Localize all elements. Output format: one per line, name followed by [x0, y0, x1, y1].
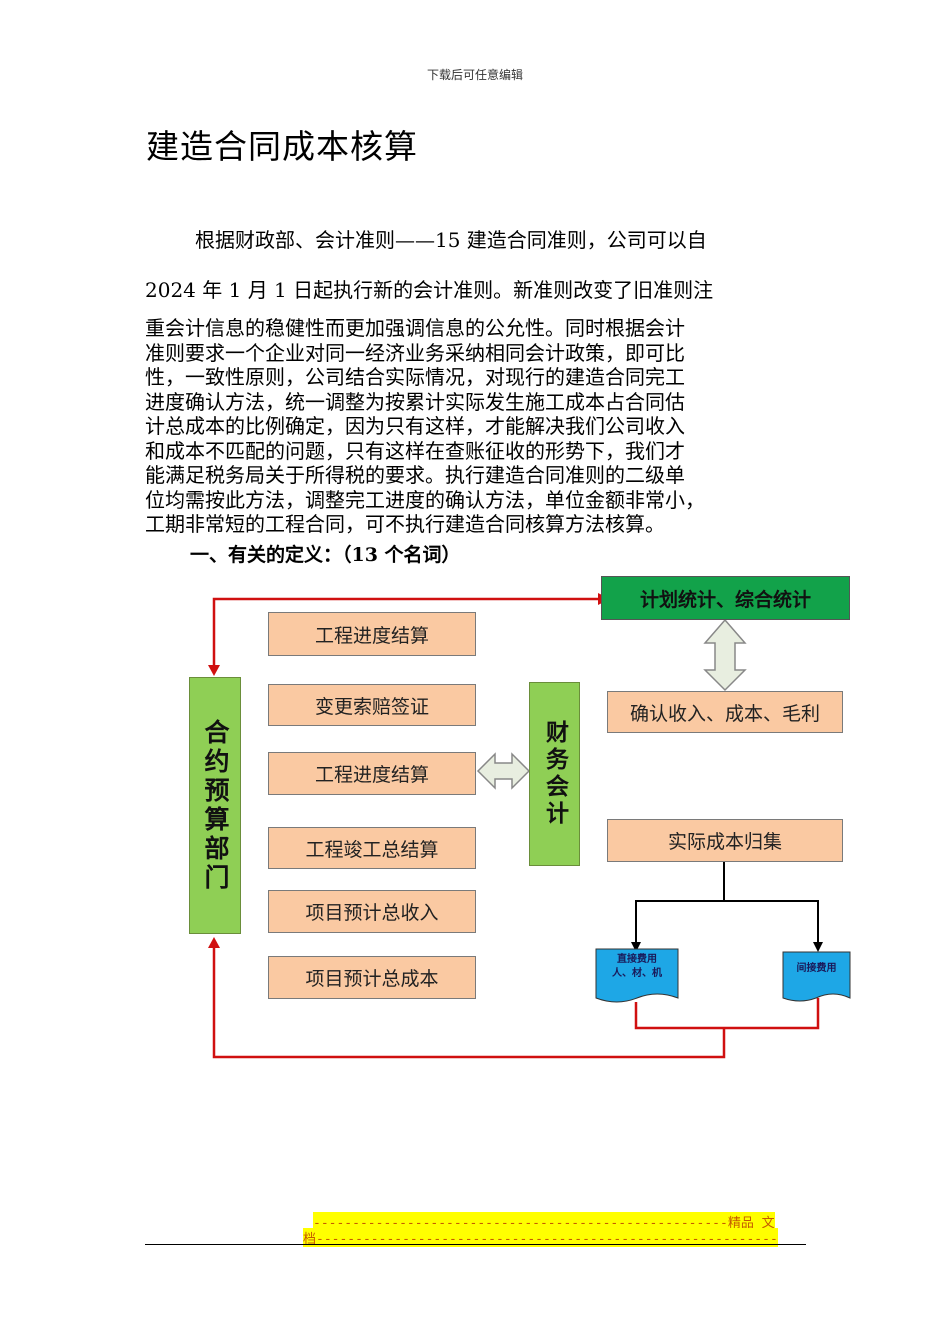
red-connector-bottom	[212, 946, 726, 1059]
black-arrowhead-right	[813, 942, 823, 952]
plan-statistics-box: 计划统计、综合统计	[601, 576, 850, 620]
paragraph-line: 和成本不匹配的问题，只有这样在查账征收的形势下，我们才	[145, 438, 685, 463]
paragraph-line: 根据财政部、会计准则——15 建造合同准则，公司可以自	[195, 228, 707, 252]
direct-cost-label: 直接费用 人、材、机	[596, 953, 678, 981]
item-label: 工程竣工总结算	[305, 838, 439, 861]
plan-statistics-label: 计划统计、综合统计	[639, 588, 811, 611]
red-connector-top	[212, 597, 602, 668]
black-arrowhead-left	[631, 942, 641, 952]
item-box: 工程进度结算	[268, 612, 476, 656]
item-label: 变更索赔签证	[314, 695, 429, 718]
red-arrowhead-up	[208, 937, 220, 948]
red-connector-docs	[634, 998, 820, 1030]
black-connector-left	[635, 900, 819, 947]
section-heading: 一、有关的定义：（13 个名词）	[190, 544, 461, 566]
red-arrowhead-down	[208, 665, 220, 676]
direct-cost-line1: 直接费用	[617, 954, 657, 965]
item-label: 项目预计总收入	[305, 902, 439, 924]
contract-budget-dept-box: 合约预算部门	[189, 677, 241, 934]
contract-budget-dept-label: 合约预算部门	[201, 718, 230, 893]
paragraph-line: 重会计信息的稳健性而更加强调信息的公允性。同时根据会计	[145, 316, 685, 340]
footer-line-1: ----------------------------------------…	[313, 1212, 775, 1231]
paragraph-line: 位均需按此方法，调整完工进度的确认方法，单位金额非常小，	[145, 487, 705, 512]
direct-cost-line2: 人、材、机	[612, 968, 662, 979]
double-arrow-horizontal-icon	[476, 752, 531, 790]
direct-cost-shape	[595, 948, 679, 1003]
item-box: 工程竣工总结算	[268, 827, 476, 869]
paragraph-line: 2024 年 1 月 1 日起执行新的会计准则。新准则改变了旧准则注	[145, 278, 714, 302]
finance-accounting-box: 财务会计	[529, 682, 580, 866]
item-box: 项目预计总收入	[268, 890, 476, 933]
finance-accounting-label: 财务会计	[541, 720, 568, 828]
actual-cost-box: 实际成本归集	[607, 819, 843, 862]
paragraph-line: 计总成本的比例确定，因为只有这样，才能解决我们公司收入	[145, 414, 685, 438]
confirm-revenue-box: 确认收入、成本、毛利	[607, 691, 843, 733]
paragraph-line: 能满足税务局关于所得税的要求。执行建造合同准则的二级单	[145, 463, 685, 487]
item-box: 项目预计总成本	[268, 956, 476, 999]
indirect-cost-label: 间接费用	[796, 963, 837, 974]
footer-rule	[145, 1244, 806, 1245]
indirect-cost-shape	[782, 951, 851, 1002]
paragraph-line: 性，一致性原则，公司结合实际情况，对现行的建造合同完工	[145, 365, 685, 389]
red-arrowhead-right	[598, 593, 610, 605]
paragraph-line: 准则要求一个企业对同一经济业务采纳相同会计政策，即可比	[145, 340, 685, 365]
paragraph-line: 工期非常短的工程合同，可不执行建造合同核算方法核算。	[145, 512, 665, 536]
actual-cost-label: 实际成本归集	[667, 831, 782, 853]
item-label: 工程进度结算	[314, 764, 429, 786]
footer-line-2: 档---------------------------------------…	[303, 1228, 778, 1247]
item-box: 变更索赔签证	[268, 684, 476, 726]
item-label: 工程进度结算	[314, 624, 429, 647]
confirm-revenue-label: 确认收入、成本、毛利	[629, 702, 820, 725]
item-box: 工程进度结算	[268, 752, 476, 795]
document-title: 建造合同成本核算	[146, 127, 418, 166]
header-note: 下载后可任意编辑	[426, 68, 523, 82]
double-arrow-vertical-icon	[703, 618, 747, 692]
item-label: 项目预计总成本	[305, 968, 439, 990]
paragraph-line: 进度确认方法，统一调整为按累计实际发生施工成本占合同估	[145, 389, 685, 414]
